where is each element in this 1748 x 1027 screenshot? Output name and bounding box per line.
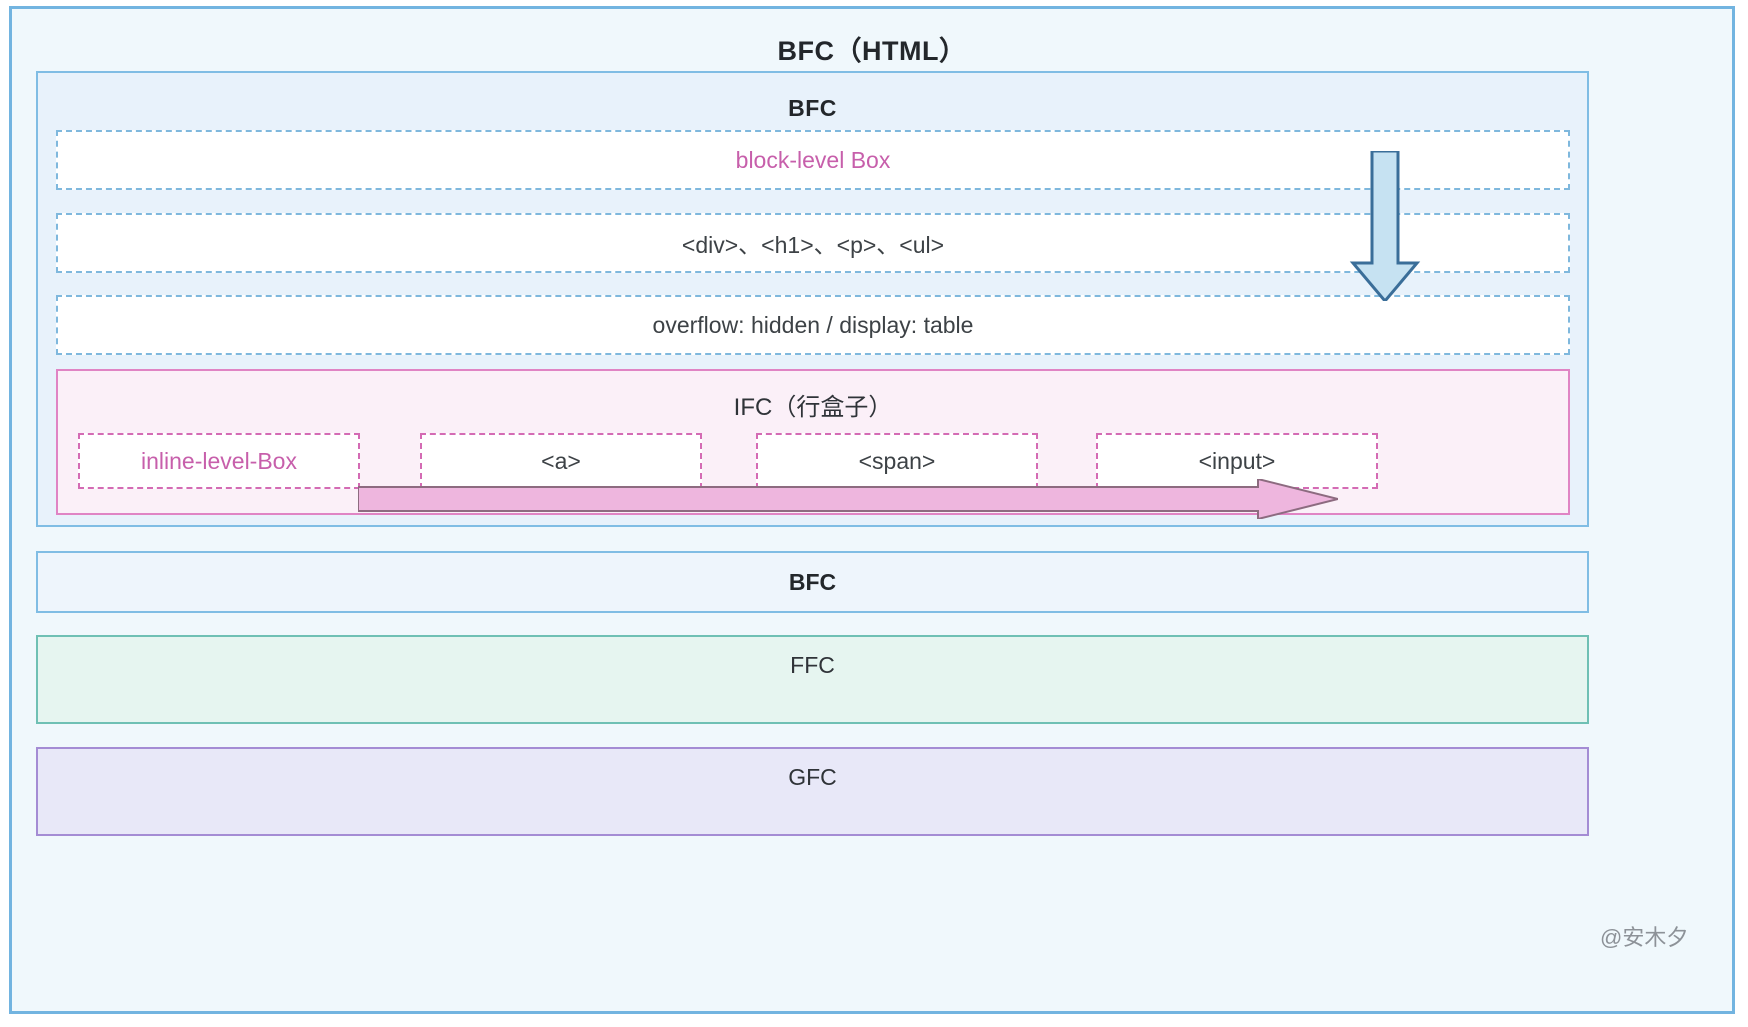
inline-level-box-0-label: inline-level-Box bbox=[141, 447, 297, 474]
sibling-box-ffc: FFC bbox=[36, 635, 1589, 724]
inline-level-box-2: <span> bbox=[756, 433, 1038, 489]
block-tags-row: <div>、<h1>、<p>、<ul> bbox=[56, 213, 1570, 273]
bfc-trigger-row: overflow: hidden / display: table bbox=[56, 295, 1570, 355]
sibling-box-gfc: GFC bbox=[36, 747, 1589, 836]
sibling-box-gfc-label: GFC bbox=[788, 764, 837, 790]
inner-bfc-container: BFC block-level Box <div>、<h1>、<p>、<ul> … bbox=[36, 71, 1589, 527]
sibling-box-ffc-label: FFC bbox=[790, 652, 835, 678]
sibling-box-bfc: BFC bbox=[36, 551, 1589, 613]
root-bfc-container: BFC（HTML） BFC block-level Box <div>、<h1>… bbox=[9, 6, 1735, 1014]
inline-level-box-1-label: <a> bbox=[541, 447, 581, 474]
root-bfc-title: BFC（HTML） bbox=[777, 36, 967, 66]
inline-level-box-3-label: <input> bbox=[1198, 447, 1276, 474]
bfc-trigger-label: overflow: hidden / display: table bbox=[652, 311, 974, 338]
block-level-box-row: block-level Box bbox=[56, 130, 1570, 190]
inline-level-box-1: <a> bbox=[420, 433, 702, 489]
inline-level-box-2-label: <span> bbox=[858, 447, 936, 474]
ifc-title: IFC（行盒子） bbox=[733, 394, 893, 421]
inline-level-box-3: <input> bbox=[1096, 433, 1378, 489]
sibling-box-bfc-label: BFC bbox=[788, 568, 837, 595]
inline-level-box-0: inline-level-Box bbox=[78, 433, 360, 489]
inner-bfc-title: BFC bbox=[788, 95, 837, 121]
block-tags-label: <div>、<h1>、<p>、<ul> bbox=[681, 232, 945, 258]
ifc-container: IFC（行盒子） inline-level-Box <a> <span> <in… bbox=[56, 369, 1570, 519]
inline-boxes-row: inline-level-Box <a> <span> <input> bbox=[78, 433, 1548, 489]
block-flow-arrow-down-icon bbox=[1349, 151, 1421, 301]
block-level-box-label: block-level Box bbox=[735, 146, 891, 173]
watermark-label: @安木夕 bbox=[1600, 925, 1689, 950]
